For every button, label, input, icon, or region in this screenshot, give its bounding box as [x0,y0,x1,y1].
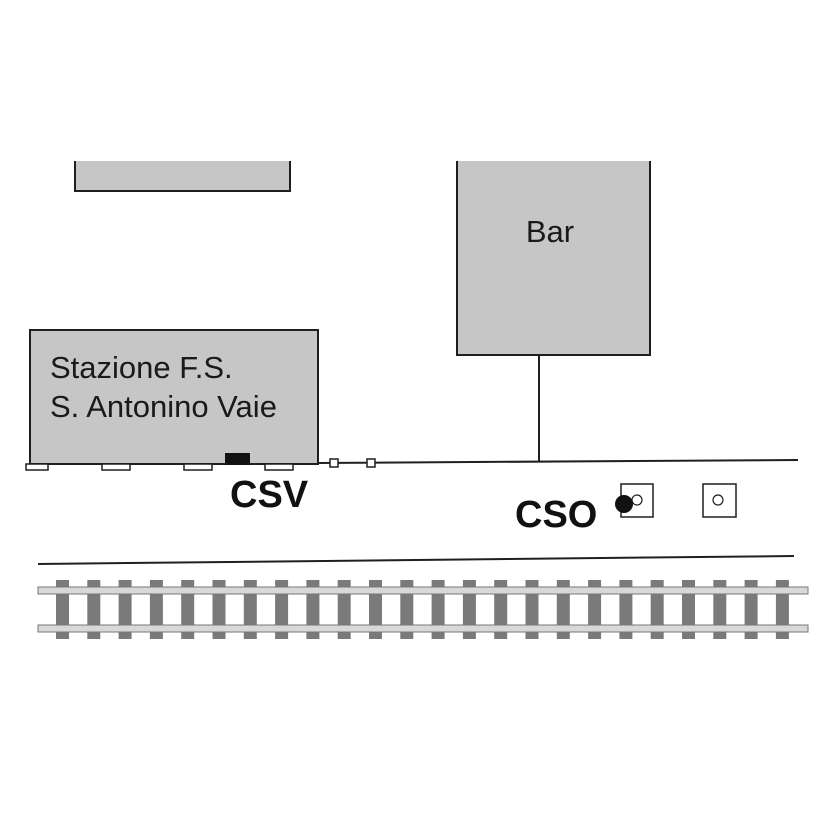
track-sleeper [744,580,758,639]
bar-building-shape [456,159,651,356]
track-sleeper [212,580,226,639]
instrument-box-dot [631,494,643,506]
csv-marker [225,453,250,465]
track-sleeper [650,580,664,639]
track-sleeper [682,580,695,639]
track-sleeper [243,580,257,639]
track-sleeper [337,580,351,639]
track-sleeper [118,580,132,639]
track-sleeper [775,580,789,639]
cso-label: CSO [515,494,597,536]
track-sleeper [149,580,163,639]
fence-post [366,458,376,468]
station-opening [25,463,49,471]
track-sleeper [462,580,476,639]
station-opening [101,463,131,471]
station-opening [264,463,294,471]
track-rail [37,586,809,595]
track-sleeper [525,580,539,639]
station-building-shape [29,329,319,465]
platform-line [37,555,795,565]
station-opening [183,463,213,471]
bar-label: Bar [526,214,574,249]
station-label-line1: Stazione F.S. [50,350,233,385]
station-building: Stazione F.S. S. Antonino Vaie [29,329,319,465]
track-sleeper [494,580,508,639]
track-rail [37,624,809,633]
track-sleeper [400,580,414,639]
track-sleeper [713,580,727,639]
cso-marker [615,495,633,513]
station-label-line2: S. Antonino Vaie [50,389,277,424]
track-sleeper [87,580,101,639]
track-sleeper [619,580,633,639]
csv-label: CSV [230,474,309,516]
track-sleeper [431,580,445,639]
railway-track [37,580,809,639]
track-sleeper [275,580,289,639]
bar-building: Bar [455,150,653,356]
track-sleeper [588,580,602,639]
track-sleeper [181,580,195,639]
building-top-left-cutoff [73,150,293,161]
track-sleeper [556,580,570,639]
platform-edge-line [317,459,799,464]
track-sleeper [369,580,382,639]
instrument-box-dot [712,494,724,506]
bar-building-cutoff [455,150,653,161]
fence-post [329,458,339,468]
track-sleeper [56,580,69,639]
building-top-left [74,159,291,192]
track-sleeper [306,580,320,639]
